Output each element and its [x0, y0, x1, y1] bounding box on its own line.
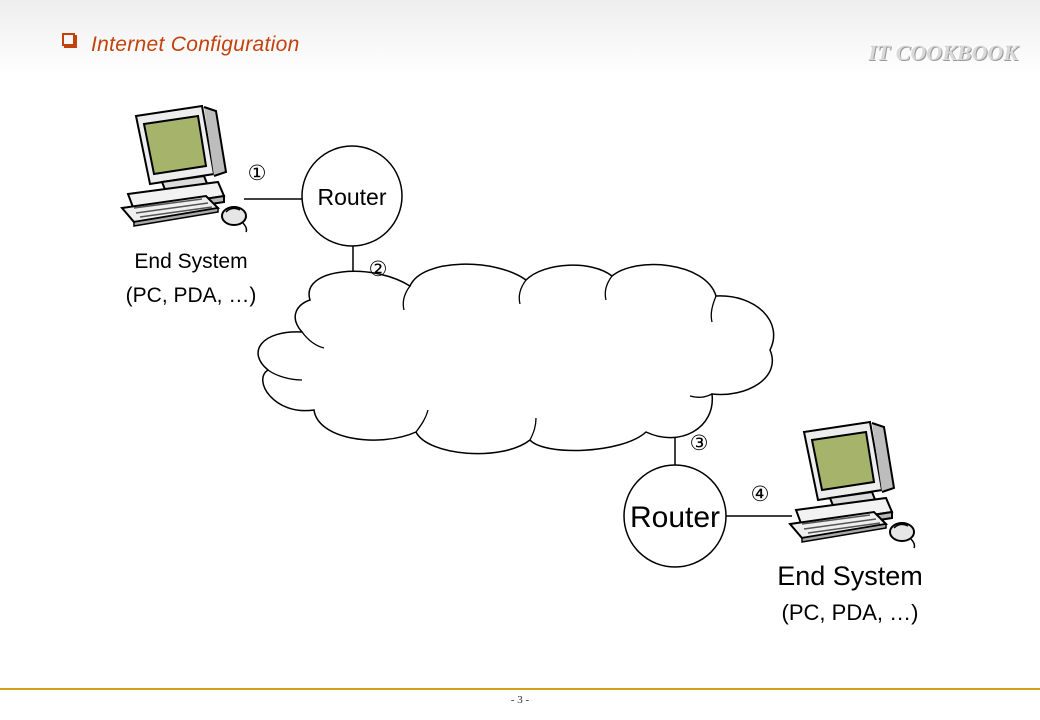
router-bottom-label: Router — [630, 501, 720, 534]
end-system-top-label: End System — [134, 250, 247, 273]
link-marker-2: ② — [369, 258, 388, 281]
router-top: Router — [301, 145, 403, 247]
cloud-icon — [257, 263, 775, 455]
end-system-bottom-detail: (PC, PDA, …) — [782, 600, 919, 625]
checkbox-bullet-icon — [62, 33, 75, 46]
desktop-computer-icon — [121, 105, 248, 233]
page-number: - 3 - — [510, 694, 530, 706]
header-band — [0, 0, 1040, 75]
desktop-computer-icon — [789, 421, 916, 549]
footer-rule — [0, 688, 1040, 690]
router-top-label: Router — [317, 184, 386, 210]
link-marker-3: ③ — [690, 432, 709, 455]
slide-title: Internet Configuration — [91, 33, 300, 56]
router-bottom: Router — [623, 464, 727, 568]
brand-logo: IT COOKBOOK — [868, 40, 1018, 65]
link-marker-1: ① — [248, 162, 267, 185]
end-system-top-detail: (PC, PDA, …) — [126, 284, 257, 307]
end-system-bottom-label: End System — [777, 561, 923, 591]
link-marker-4: ④ — [751, 483, 770, 506]
